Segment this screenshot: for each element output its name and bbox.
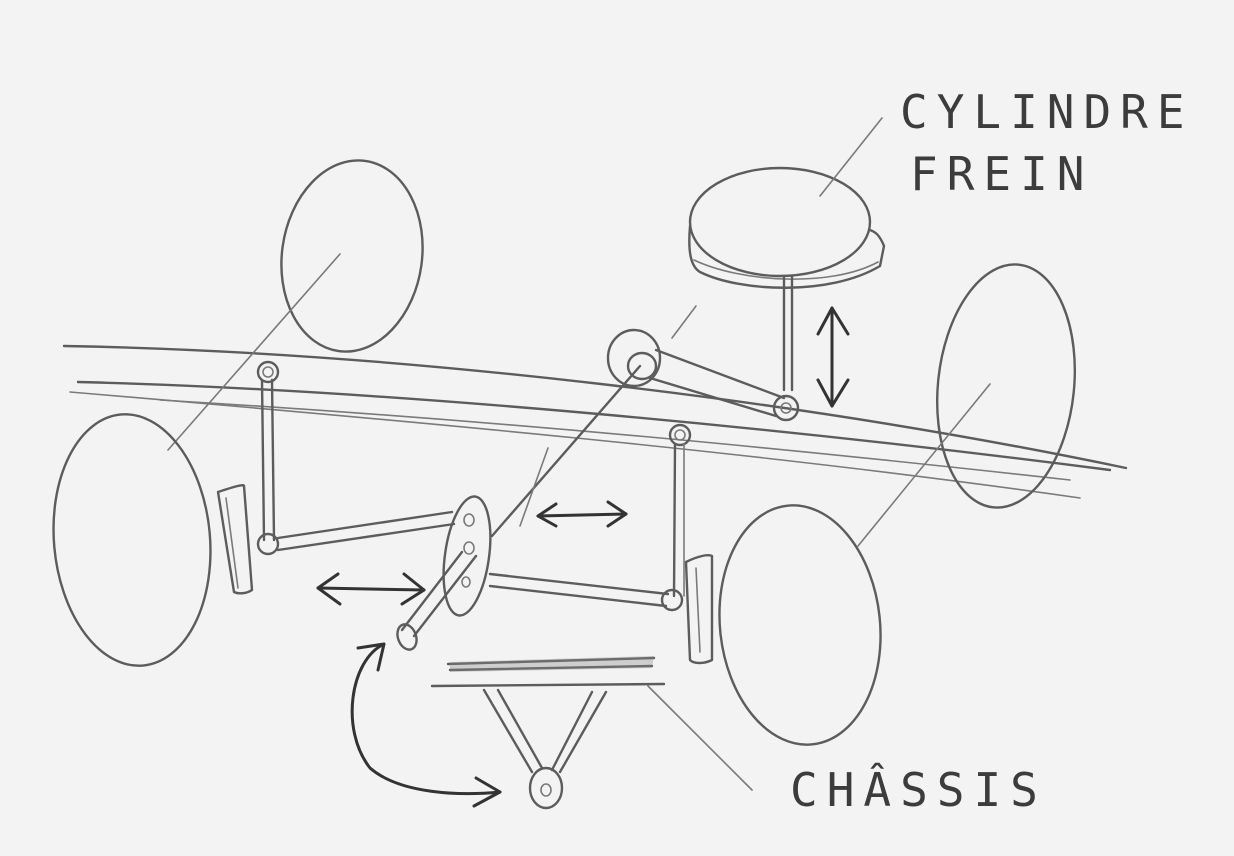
upper-right-wheel bbox=[857, 263, 1077, 547]
diagonal-rod-to-bellcrank bbox=[490, 364, 642, 538]
lower-diagonal-rod bbox=[396, 550, 478, 651]
horizontal-motion-arrow-upper bbox=[536, 500, 628, 528]
brake-cylinder-label-line2: FREIN bbox=[910, 147, 1094, 201]
left-brake-shoe bbox=[216, 484, 254, 595]
chassis-mount bbox=[430, 656, 753, 810]
vertical-motion-arrow bbox=[816, 306, 850, 408]
brake-cylinder bbox=[688, 117, 886, 392]
right-vertical-link bbox=[668, 423, 692, 598]
lower-left-wheel bbox=[52, 413, 212, 667]
lower-right-wheel bbox=[718, 504, 882, 746]
bellcrank-lever bbox=[606, 305, 800, 422]
central-rocker-plate bbox=[442, 495, 492, 617]
curved-motion-arrow bbox=[350, 642, 502, 808]
frame-beam bbox=[62, 344, 1128, 499]
brake-cylinder-label-line1: CYLINDRE bbox=[900, 85, 1194, 139]
chassis-label: CHÂSSIS bbox=[790, 763, 1047, 817]
right-horizontal-rod bbox=[488, 572, 684, 612]
left-vertical-link bbox=[256, 360, 280, 556]
left-horizontal-rod bbox=[276, 510, 456, 552]
upper-left-wheel bbox=[167, 159, 424, 451]
horizontal-motion-arrow-lower bbox=[316, 572, 426, 606]
right-brake-shoe bbox=[684, 554, 714, 665]
